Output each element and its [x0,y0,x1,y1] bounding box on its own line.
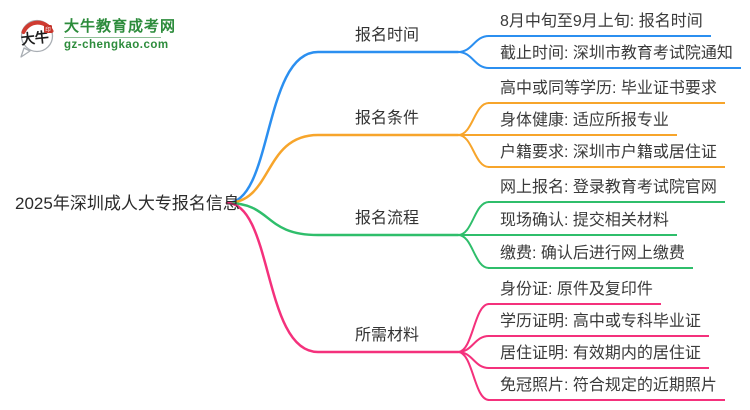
leaf-node[interactable]: 户籍要求: 深圳市户籍或居住证 [488,141,725,168]
leaf-node[interactable]: 缴费: 确认后进行网上缴费 [488,242,693,269]
leaf-node[interactable]: 8月中旬至9月上旬: 报名时间 [488,10,711,37]
branch-label-4[interactable]: 所需材料 [355,327,420,344]
leaf-node[interactable]: 现场确认: 提交相关材料 [488,209,677,236]
logo-site-name: 大牛教育成考网 [64,18,177,35]
connector-line [457,35,490,53]
leaf-node[interactable]: 居住证明: 有效期内的居住证 [488,342,709,369]
leaf-node[interactable]: 网上报名: 登录教育考试院官网 [488,176,725,203]
connector-line [225,201,460,237]
site-logo: 大牛 印 大牛教育成考网 gz-chengkao.com [16,12,176,60]
branch-label-1[interactable]: 报名时间 [355,27,420,44]
svg-text:大牛: 大牛 [20,29,50,49]
connector-line [457,134,490,168]
connector-line [457,351,490,401]
leaf-node[interactable]: 高中或同等学历: 毕业证书要求 [488,77,725,104]
logo-divider [64,37,161,38]
connector-line [225,201,460,354]
logo-text-block: 大牛教育成考网 gz-chengkao.com [64,18,176,52]
leaf-node[interactable]: 截止时间: 深圳市教育考试院通知 [488,42,741,69]
root-topic: 2025年深圳成人大专报名信息 [15,194,240,213]
svg-text:印: 印 [45,27,51,34]
connector-line [457,201,490,236]
logo-bubble-icon: 大牛 印 [20,19,54,58]
logo-site-url: gz-chengkao.com [64,39,169,51]
leaf-node[interactable]: 学历证明: 高中或专科毕业证 [488,310,709,337]
leaf-node[interactable]: 身体健康: 适应所报专业 [488,109,677,136]
connector-line [457,102,490,136]
connector-line [457,51,490,69]
connector-line [457,234,490,269]
branch-label-2[interactable]: 报名条件 [355,110,420,127]
leaf-node[interactable]: 身份证: 原件及复印件 [488,278,661,305]
branch-label-3[interactable]: 报名流程 [355,210,420,227]
connector-line [225,133,460,205]
connector-line [225,50,460,205]
leaf-node[interactable]: 免冠照片: 符合规定的近期照片 [488,374,725,401]
